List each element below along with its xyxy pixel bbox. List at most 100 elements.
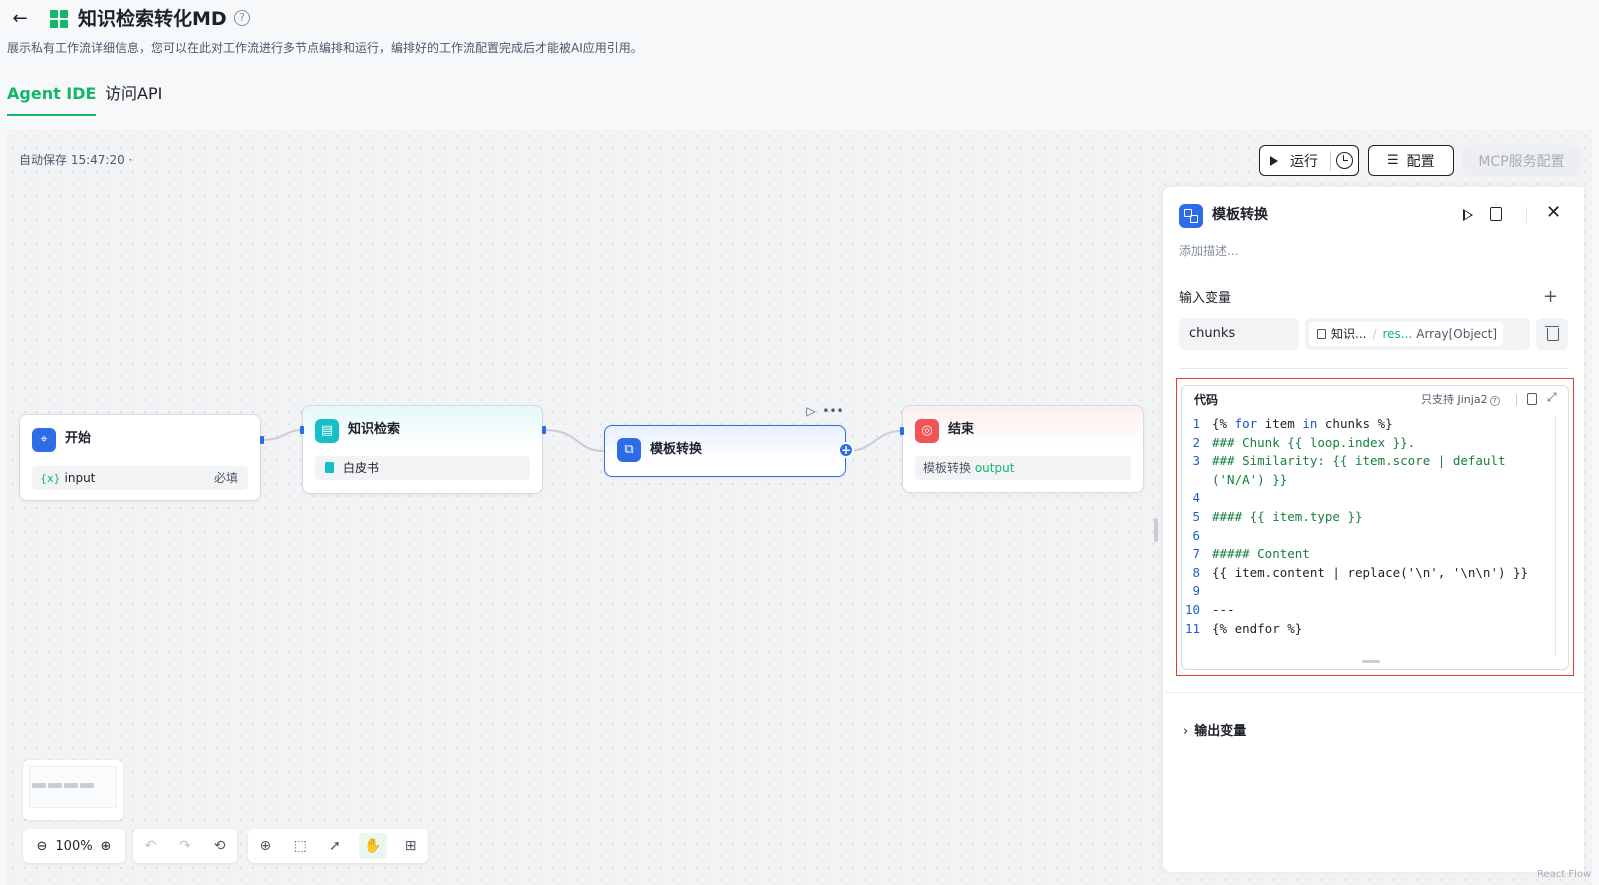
- code-text: ('N/A') }}: [1212, 471, 1288, 487]
- code-line: 5#### {{ item.type }}: [1182, 508, 1550, 527]
- add-node-icon[interactable]: +: [838, 442, 854, 458]
- layout-icon[interactable]: ⊞: [404, 838, 417, 854]
- mcp-config-label: MCP服务配置: [1478, 153, 1565, 170]
- node-end[interactable]: ◎ 结束 模板转换 output: [902, 405, 1144, 493]
- config-button[interactable]: ☰ 配置: [1368, 145, 1454, 176]
- redo-icon[interactable]: ↷: [179, 838, 191, 854]
- history-icon[interactable]: ⟲: [213, 838, 226, 854]
- node-start-name: 开始: [65, 431, 92, 446]
- code-editor[interactable]: 代码 只支持 Jinja2? ⤢ 1{% for item in chunks …: [1181, 385, 1569, 670]
- variable-name-input[interactable]: chunks: [1179, 318, 1299, 350]
- code-text: #### {{ item.type }}: [1212, 508, 1363, 524]
- pointer-icon[interactable]: ➚: [329, 838, 341, 854]
- tool-controls: ⊕ ⬚ ➚ ✋ ⊞: [248, 829, 428, 863]
- code-title: 代码: [1194, 393, 1219, 407]
- zoom-level: 100%: [55, 838, 93, 854]
- tab-api[interactable]: 访问API: [105, 84, 163, 103]
- line-number: 3: [1192, 453, 1200, 469]
- code-line: 2### Chunk {{ loop.index }}.: [1182, 434, 1550, 453]
- end-input-port[interactable]: [900, 427, 904, 435]
- kb-input-port[interactable]: [300, 426, 304, 434]
- autosave-status: 自动保存 15:47:20 ·: [19, 153, 133, 167]
- run-label: 运行: [1290, 153, 1318, 170]
- jinja-hint: 只支持 Jinja2?: [1421, 393, 1500, 407]
- add-variable-icon[interactable]: +: [1543, 286, 1559, 307]
- book-icon: ▤: [315, 419, 339, 443]
- zoom-controls: ⊖ 100% ⊕: [23, 829, 125, 863]
- node-kb-name: 知识检索: [348, 422, 401, 437]
- code-line: 11{% endfor %}: [1182, 620, 1550, 639]
- output-variables-toggle[interactable]: 输出变量: [1183, 723, 1246, 741]
- line-number: 6: [1192, 527, 1200, 543]
- run-button[interactable]: 运行: [1259, 145, 1359, 176]
- node-toolbar: ▷ •••: [803, 401, 847, 421]
- code-line: 0('N/A') }}: [1182, 471, 1550, 490]
- node-start-variable: {x}input 必填: [32, 466, 248, 490]
- minimap-node: [48, 783, 62, 788]
- variable-reference-select[interactable]: 知识... / res... Array[Object]: [1305, 318, 1530, 350]
- transform-icon: [1179, 204, 1203, 228]
- target-icon: ⌖: [32, 428, 56, 452]
- node-start-var-name: input: [64, 471, 96, 485]
- config-label: 配置: [1406, 153, 1435, 170]
- note-icon[interactable]: ⬚: [293, 838, 307, 854]
- tab-agent-ide[interactable]: Agent IDE: [7, 84, 97, 116]
- react-flow-attribution: React Flow: [1537, 869, 1592, 880]
- node-knowledge-retrieval[interactable]: ▤ 知识检索 白皮书: [302, 405, 543, 494]
- minimap-node: [80, 783, 94, 788]
- zoom-in-icon[interactable]: ⊕: [100, 838, 112, 854]
- ref-node: 知识...: [1331, 327, 1367, 341]
- kb-output-port[interactable]: [542, 426, 546, 434]
- close-icon[interactable]: ✕: [1546, 202, 1562, 223]
- minimap[interactable]: [23, 760, 123, 820]
- line-number: 11: [1184, 620, 1200, 636]
- app-grid-icon: [50, 10, 68, 28]
- line-number: 9: [1192, 583, 1200, 599]
- panel-resize-handle[interactable]: [1154, 518, 1158, 542]
- hand-icon[interactable]: ✋: [358, 833, 387, 859]
- variable-icon: {x}: [40, 472, 61, 485]
- more-icon[interactable]: •••: [822, 404, 844, 418]
- database-icon: [1317, 329, 1326, 339]
- code-text: ---: [1212, 601, 1235, 617]
- run-history-icon[interactable]: [1336, 152, 1353, 169]
- code-resize-grip[interactable]: [1362, 660, 1380, 663]
- start-output-port[interactable]: [260, 436, 264, 444]
- minimap-node: [64, 783, 78, 788]
- help-icon[interactable]: ?: [234, 10, 250, 26]
- line-number: 7: [1192, 546, 1200, 562]
- play-icon: [1270, 155, 1278, 166]
- variable-reference-chip: 知识... / res... Array[Object]: [1309, 322, 1504, 346]
- page-title: 知识检索转化MD: [78, 8, 227, 30]
- zoom-out-icon[interactable]: ⊖: [36, 838, 48, 854]
- history-controls: ↶ ↷ ⟲: [133, 829, 237, 863]
- undo-icon[interactable]: ↶: [144, 838, 157, 854]
- node-template-transform[interactable]: ⧉ 模板转换 +: [604, 425, 854, 477]
- page-subtitle: 展示私有工作流详细信息，您可以在此对工作流进行多节点编排和运行，编排好的工作流配…: [7, 41, 643, 55]
- node-run-icon[interactable]: ▷: [806, 404, 816, 418]
- copy-icon[interactable]: [1527, 393, 1537, 405]
- node-tpl-name: 模板转换: [650, 442, 703, 457]
- code-lines[interactable]: 1{% for item in chunks %}2### Chunk {{ l…: [1182, 415, 1550, 638]
- run-node-icon[interactable]: [1463, 209, 1473, 221]
- line-number: 8: [1192, 564, 1200, 580]
- end-icon: ◎: [915, 419, 939, 443]
- panel-title: 模板转换: [1212, 207, 1268, 223]
- sliders-icon: ☰: [1387, 153, 1399, 168]
- input-variables-label: 输入变量: [1179, 291, 1232, 306]
- code-scrollbar[interactable]: [1555, 416, 1556, 656]
- doc-icon[interactable]: [1490, 207, 1502, 221]
- description-input[interactable]: 添加描述...: [1179, 244, 1239, 258]
- mcp-config-button[interactable]: MCP服务配置: [1463, 145, 1580, 176]
- help-icon: ?: [1489, 396, 1500, 406]
- node-kb-item: 白皮书: [315, 456, 530, 480]
- add-icon[interactable]: ⊕: [259, 838, 272, 854]
- code-line: 1{% for item in chunks %}: [1182, 415, 1550, 434]
- code-line: 4: [1182, 489, 1550, 508]
- code-text: ### Chunk {{ loop.index }}.: [1212, 434, 1416, 450]
- delete-variable-icon[interactable]: [1536, 318, 1568, 350]
- node-start[interactable]: ⌖ 开始 {x}input 必填: [19, 414, 261, 501]
- back-arrow-icon[interactable]: ←: [12, 8, 28, 29]
- line-number: 1: [1192, 416, 1200, 431]
- expand-icon[interactable]: ⤢: [1547, 390, 1557, 404]
